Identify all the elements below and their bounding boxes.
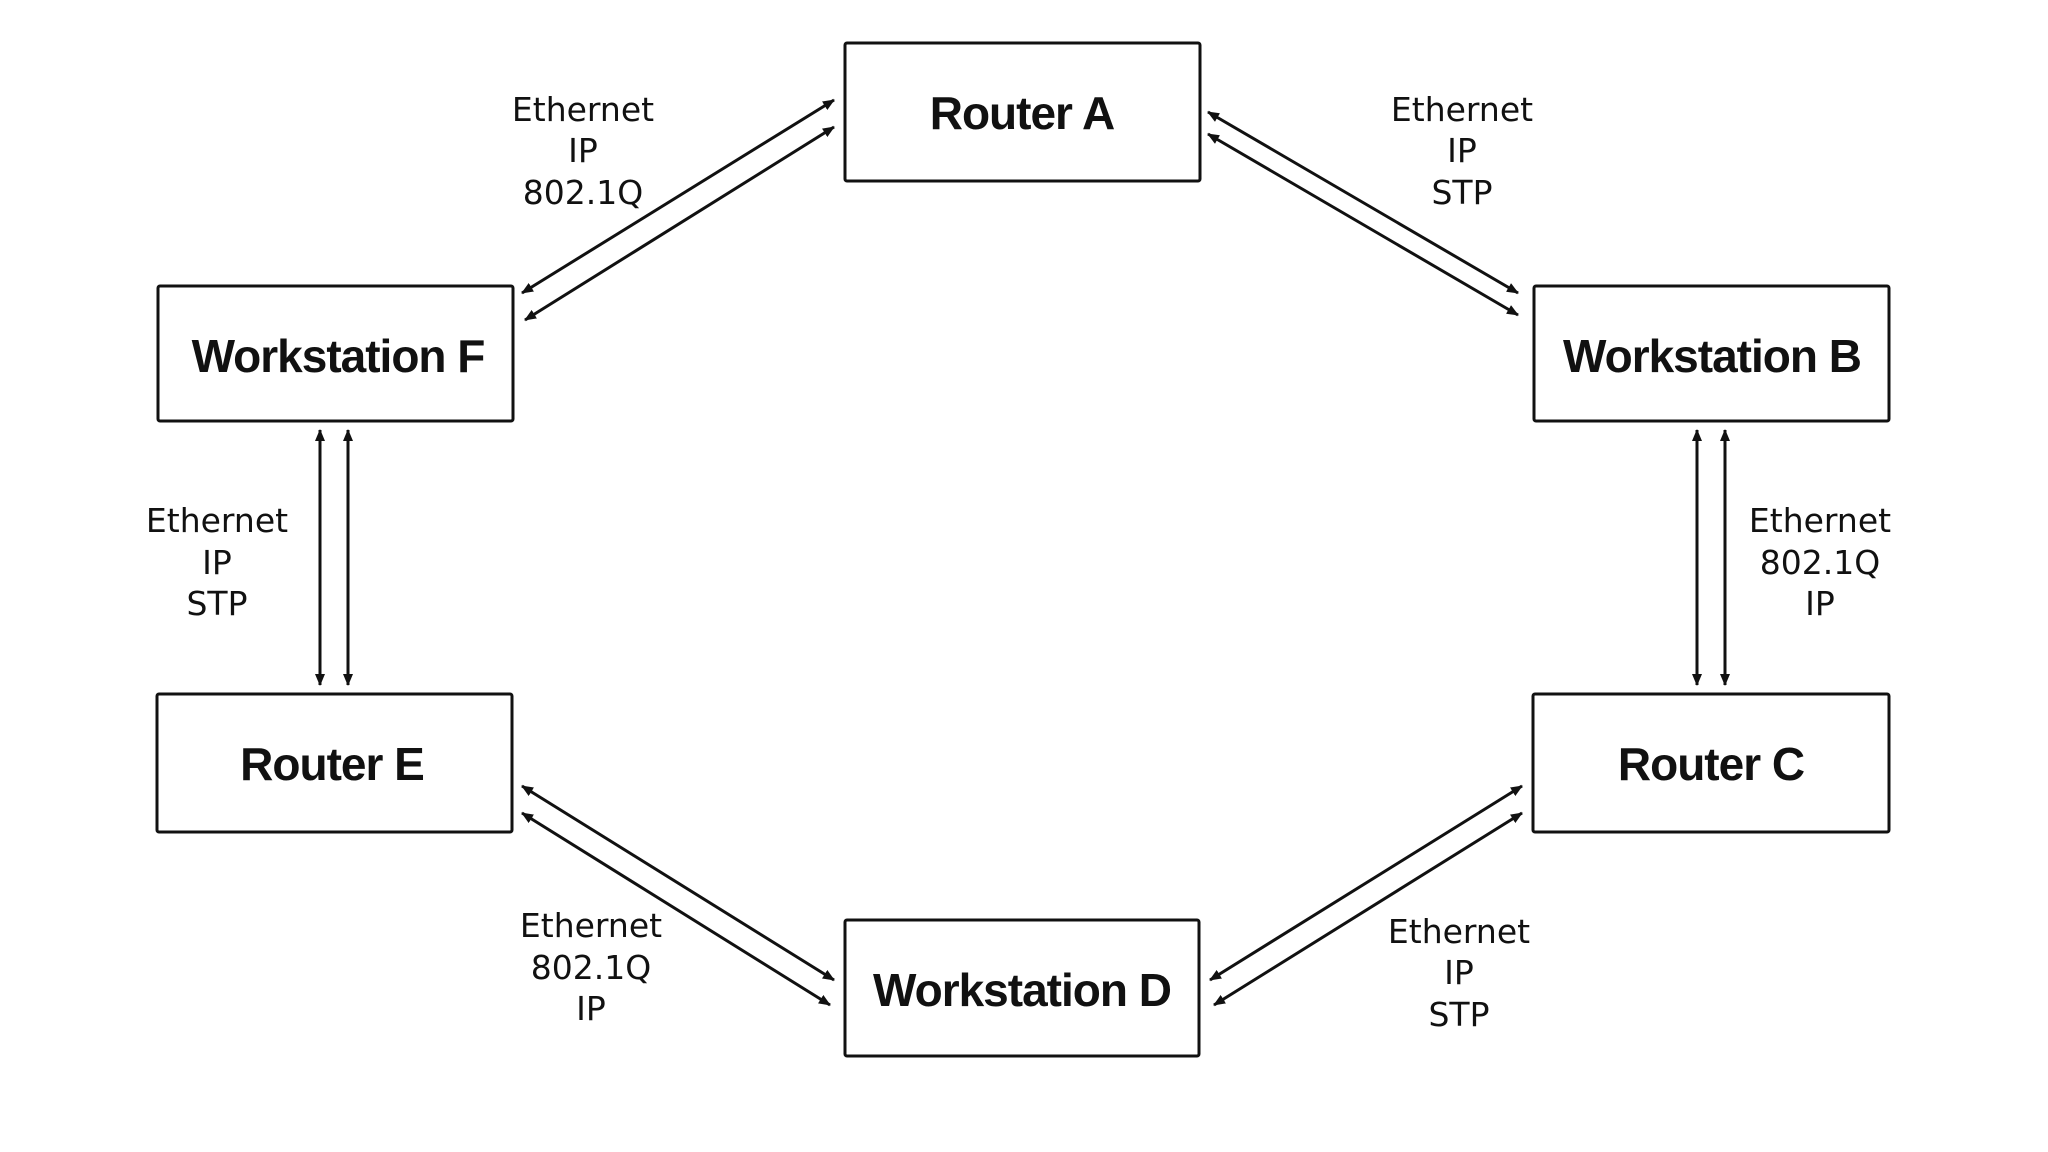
link-label-ef-protocol-1: Ethernet xyxy=(146,501,288,540)
link-label-fa-protocol-2: IP xyxy=(568,131,598,170)
node-router-a: Router A xyxy=(843,41,1202,183)
node-label: Router C xyxy=(1618,738,1804,790)
node-workstation-d: Workstation D xyxy=(843,918,1201,1058)
node-router-c: Router C xyxy=(1531,692,1891,834)
link-label-cd-protocol-3: STP xyxy=(1428,995,1489,1034)
link-label-fa-protocol-1: Ethernet xyxy=(512,90,654,129)
link-label-cd-protocol-1: Ethernet xyxy=(1388,912,1530,951)
link-label-cd-protocol-2: IP xyxy=(1444,953,1474,992)
link-workstation-d-router-e: Ethernet 802.1Q IP xyxy=(520,784,835,1028)
node-workstation-f: Workstation F xyxy=(156,284,515,423)
link-label-ab-protocol-1: Ethernet xyxy=(1391,90,1533,129)
node-label: Workstation D xyxy=(873,964,1171,1016)
link-workstation-f-router-a: Ethernet IP 802.1Q xyxy=(512,90,835,322)
link-label-de-protocol-1: Ethernet xyxy=(520,906,662,945)
link-label-de-protocol-2: 802.1Q xyxy=(531,948,651,987)
node-label: Router E xyxy=(240,738,424,790)
link-label-ef-protocol-3: STP xyxy=(186,584,247,623)
node-workstation-b: Workstation B xyxy=(1532,284,1891,423)
link-label-de-protocol-3: IP xyxy=(576,989,606,1028)
link-router-e-workstation-f: Ethernet IP STP xyxy=(146,429,353,686)
link-workstation-b-router-c: Ethernet 802.1Q IP xyxy=(1692,429,1891,686)
link-label-ab-protocol-2: IP xyxy=(1447,131,1477,170)
link-label-bc-protocol-1: Ethernet xyxy=(1749,501,1891,540)
link-router-c-workstation-d: Ethernet IP STP xyxy=(1209,784,1530,1034)
link-label-bc-protocol-3: IP xyxy=(1805,584,1835,623)
link-label-fa-protocol-3: 802.1Q xyxy=(523,173,643,212)
link-label-ef-protocol-2: IP xyxy=(202,543,232,582)
node-router-e: Router E xyxy=(155,692,514,834)
link-label-bc-protocol-2: 802.1Q xyxy=(1760,543,1880,582)
node-label: Router A xyxy=(930,87,1115,139)
node-label: Workstation B xyxy=(1563,330,1861,382)
link-router-a-workstation-b: Ethernet IP STP xyxy=(1207,90,1533,317)
node-label: Workstation F xyxy=(192,330,485,382)
link-label-ab-protocol-3: STP xyxy=(1431,173,1492,212)
